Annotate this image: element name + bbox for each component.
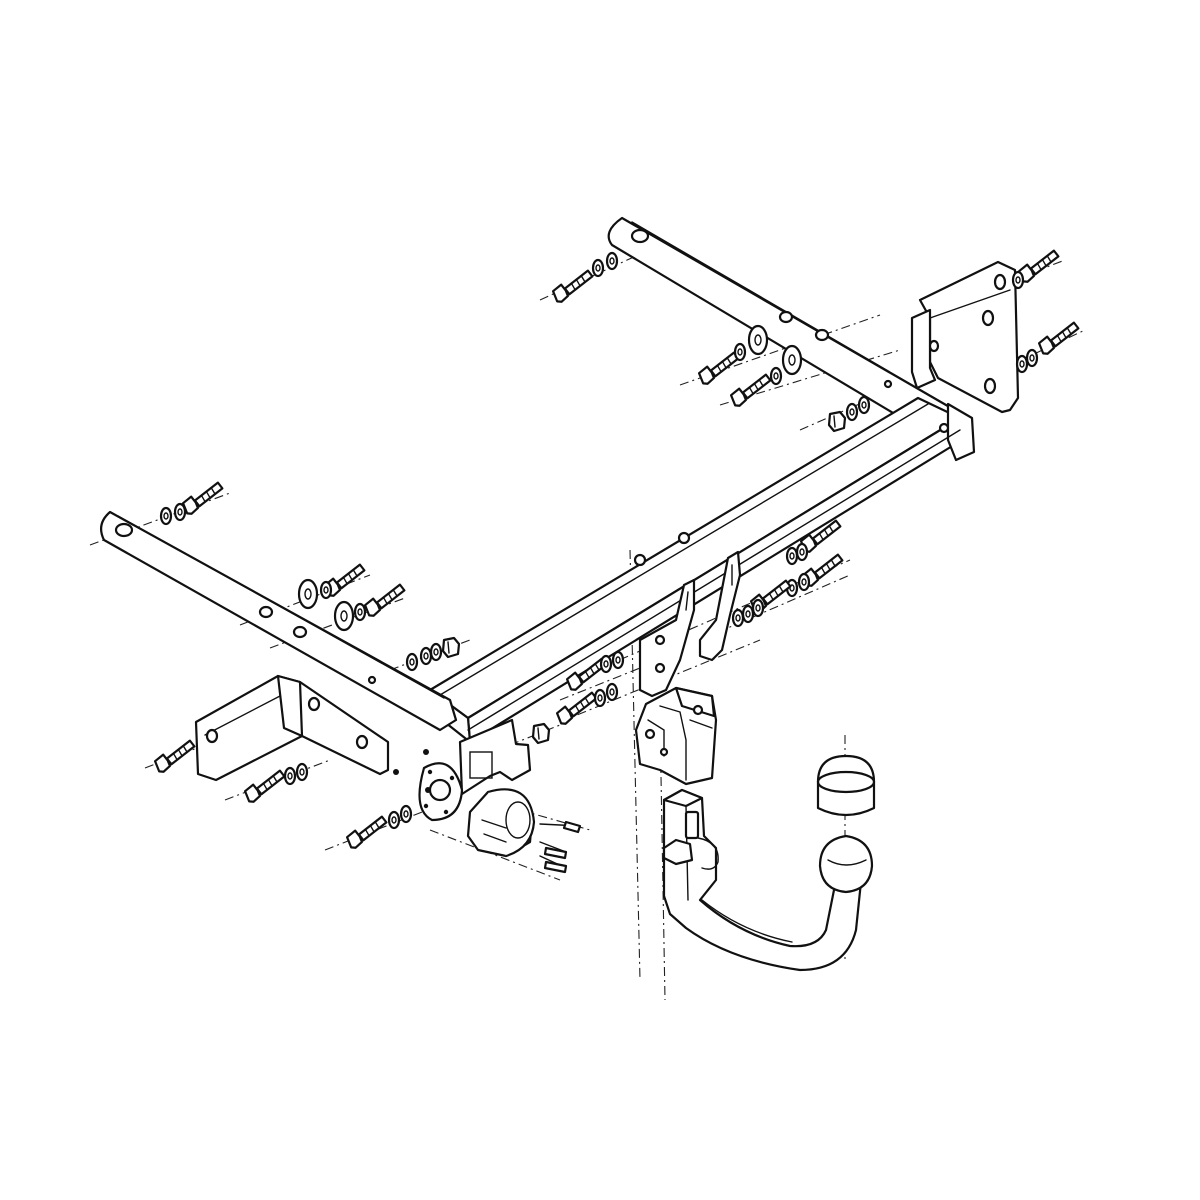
tow-ball-cap <box>816 754 876 817</box>
main-crossbar <box>428 396 976 744</box>
left-side-arm <box>99 510 458 732</box>
electrical-socket-plate <box>393 718 532 822</box>
electrical-socket-13-pin <box>466 788 582 874</box>
detachable-swan-neck-ball-arm <box>662 788 874 972</box>
center-receiver-bracket <box>638 550 742 698</box>
left-mounting-bracket <box>194 674 390 782</box>
receiver-socket-block <box>634 686 718 786</box>
right-mounting-bracket <box>910 260 1020 414</box>
